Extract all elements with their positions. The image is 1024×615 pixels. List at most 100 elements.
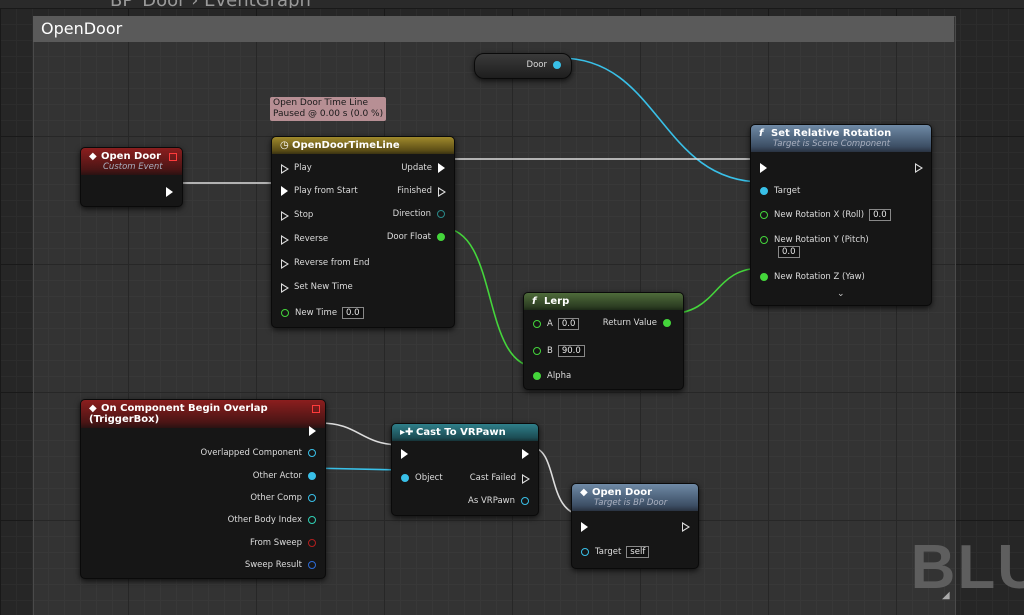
exec-in-icon[interactable] <box>281 186 288 196</box>
exec-in-pin[interactable] <box>581 522 588 532</box>
node-header[interactable]: ◆On Component Begin Overlap (TriggerBox) <box>81 400 325 428</box>
enum-pin-icon[interactable] <box>437 210 445 218</box>
exec-out-pin[interactable] <box>309 426 316 436</box>
float-pin-icon[interactable] <box>760 273 768 281</box>
sweep-result-pin[interactable]: Sweep Result <box>245 560 316 570</box>
exec-in-icon[interactable] <box>281 258 289 269</box>
alpha-pin[interactable]: Alpha <box>533 371 571 381</box>
exec-in-icon[interactable] <box>281 210 289 221</box>
cast-to-vrpawn-node[interactable]: ▸✚Cast To VRPawn Object Cast Failed As V… <box>391 423 539 516</box>
timeline-node[interactable]: ◷OpenDoorTimeLine Play Play from Start S… <box>271 136 455 328</box>
bool-pin-icon[interactable] <box>308 539 316 547</box>
exec-out-pin[interactable] <box>915 163 923 173</box>
float-pin-icon[interactable] <box>533 372 541 380</box>
return-value-pin[interactable]: Return Value <box>603 318 671 328</box>
other-actor-pin[interactable]: Other Actor <box>253 471 316 481</box>
target-pin[interactable]: Target <box>760 186 800 196</box>
play-from-start-pin[interactable]: Play from Start <box>281 186 358 196</box>
float-pin-icon[interactable] <box>533 347 541 355</box>
set-new-time-pin[interactable]: Set New Time <box>281 282 353 293</box>
float-pin-icon[interactable] <box>663 319 671 327</box>
stop-pin[interactable]: Stop <box>281 210 313 221</box>
door-float-pin[interactable]: Door Float <box>387 232 445 242</box>
begin-overlap-event-node[interactable]: ◆On Component Begin Overlap (TriggerBox)… <box>80 399 326 579</box>
exec-out-pin[interactable] <box>522 449 529 459</box>
exec-in-icon[interactable] <box>281 163 289 174</box>
node-header[interactable]: ◷OpenDoorTimeLine <box>272 137 454 154</box>
exec-out-icon[interactable] <box>915 163 923 173</box>
float-pin-icon[interactable] <box>760 236 768 244</box>
exec-in-pin[interactable] <box>401 449 408 459</box>
overlapped-component-pin[interactable]: Overlapped Component <box>201 448 316 458</box>
node-header[interactable]: ▸✚Cast To VRPawn <box>392 424 538 441</box>
exec-out-icon[interactable] <box>522 473 530 484</box>
target-self-value[interactable]: self <box>626 546 650 558</box>
exec-in-icon[interactable] <box>581 522 588 532</box>
reverse-pin[interactable]: Reverse <box>281 234 328 245</box>
exec-in-icon[interactable] <box>281 234 289 245</box>
object-pin-icon[interactable] <box>308 449 316 457</box>
delegate-pin-icon[interactable] <box>312 405 320 413</box>
exec-in-pin[interactable] <box>760 163 767 173</box>
object-pin-icon[interactable] <box>308 472 316 480</box>
play-pin[interactable]: Play <box>281 163 312 174</box>
exec-in-icon[interactable] <box>760 163 767 173</box>
chevron-down-icon[interactable]: ⌄ <box>837 289 845 299</box>
exec-out-icon[interactable] <box>438 163 445 173</box>
object-pin-icon[interactable] <box>760 187 768 195</box>
float-pin-icon[interactable] <box>281 309 289 317</box>
node-header[interactable]: ◆Open Door Target is BP Door <box>572 484 698 511</box>
rotation-y-input[interactable]: 0.0 <box>778 246 800 258</box>
object-pin-icon[interactable] <box>553 61 561 69</box>
rotation-x-pin[interactable]: New Rotation X (Roll)0.0 <box>760 209 891 221</box>
float-pin-icon[interactable] <box>760 211 768 219</box>
door-variable-node[interactable]: Door <box>474 53 572 79</box>
exec-out-icon[interactable] <box>522 449 529 459</box>
int-pin-icon[interactable] <box>308 516 316 524</box>
b-input[interactable]: 90.0 <box>557 345 585 357</box>
reverse-from-end-pin[interactable]: Reverse from End <box>281 258 370 269</box>
object-pin[interactable]: Object <box>401 473 443 483</box>
rotation-x-input[interactable]: 0.0 <box>869 209 891 221</box>
breadcrumb[interactable]: BP_Door › EventGraph <box>110 0 311 8</box>
comment-header[interactable]: OpenDoor <box>33 16 954 42</box>
finished-pin[interactable]: Finished <box>397 186 446 197</box>
float-pin-icon[interactable] <box>533 320 541 328</box>
struct-pin-icon[interactable] <box>308 561 316 569</box>
exec-out-icon[interactable] <box>309 426 316 436</box>
a-input[interactable]: 0.0 <box>557 318 580 330</box>
exec-out-pin[interactable] <box>682 522 690 532</box>
object-pin-icon[interactable] <box>521 497 529 505</box>
exec-in-icon[interactable] <box>281 282 289 293</box>
rotation-y-value[interactable]: 0.0 <box>773 246 800 258</box>
new-time-input[interactable]: 0.0 <box>342 307 364 319</box>
cast-failed-pin[interactable]: Cast Failed <box>470 473 530 484</box>
from-sweep-pin[interactable]: From Sweep <box>250 538 316 548</box>
resize-handle-icon[interactable]: ◢ <box>942 590 950 601</box>
rotation-y-pin[interactable]: New Rotation Y (Pitch) <box>760 235 869 245</box>
exec-in-icon[interactable] <box>401 449 408 459</box>
exec-out-icon[interactable] <box>682 522 690 532</box>
as-vrpawn-pin[interactable]: As VRPawn <box>468 496 529 506</box>
door-output-pin[interactable]: Door <box>527 60 561 70</box>
update-pin[interactable]: Update <box>401 163 445 173</box>
object-pin-icon[interactable] <box>308 494 316 502</box>
open-door-event-node[interactable]: ◆Open Door Custom Event <box>80 147 183 207</box>
object-pin-icon[interactable] <box>581 548 589 556</box>
exec-out-icon[interactable] <box>166 187 173 197</box>
delegate-pin-icon[interactable] <box>169 153 177 161</box>
other-body-index-pin[interactable]: Other Body Index <box>228 515 316 525</box>
object-pin-icon[interactable] <box>401 474 409 482</box>
direction-pin[interactable]: Direction <box>393 209 445 219</box>
exec-out-icon[interactable] <box>438 186 446 197</box>
exec-out-pin[interactable] <box>166 187 173 197</box>
